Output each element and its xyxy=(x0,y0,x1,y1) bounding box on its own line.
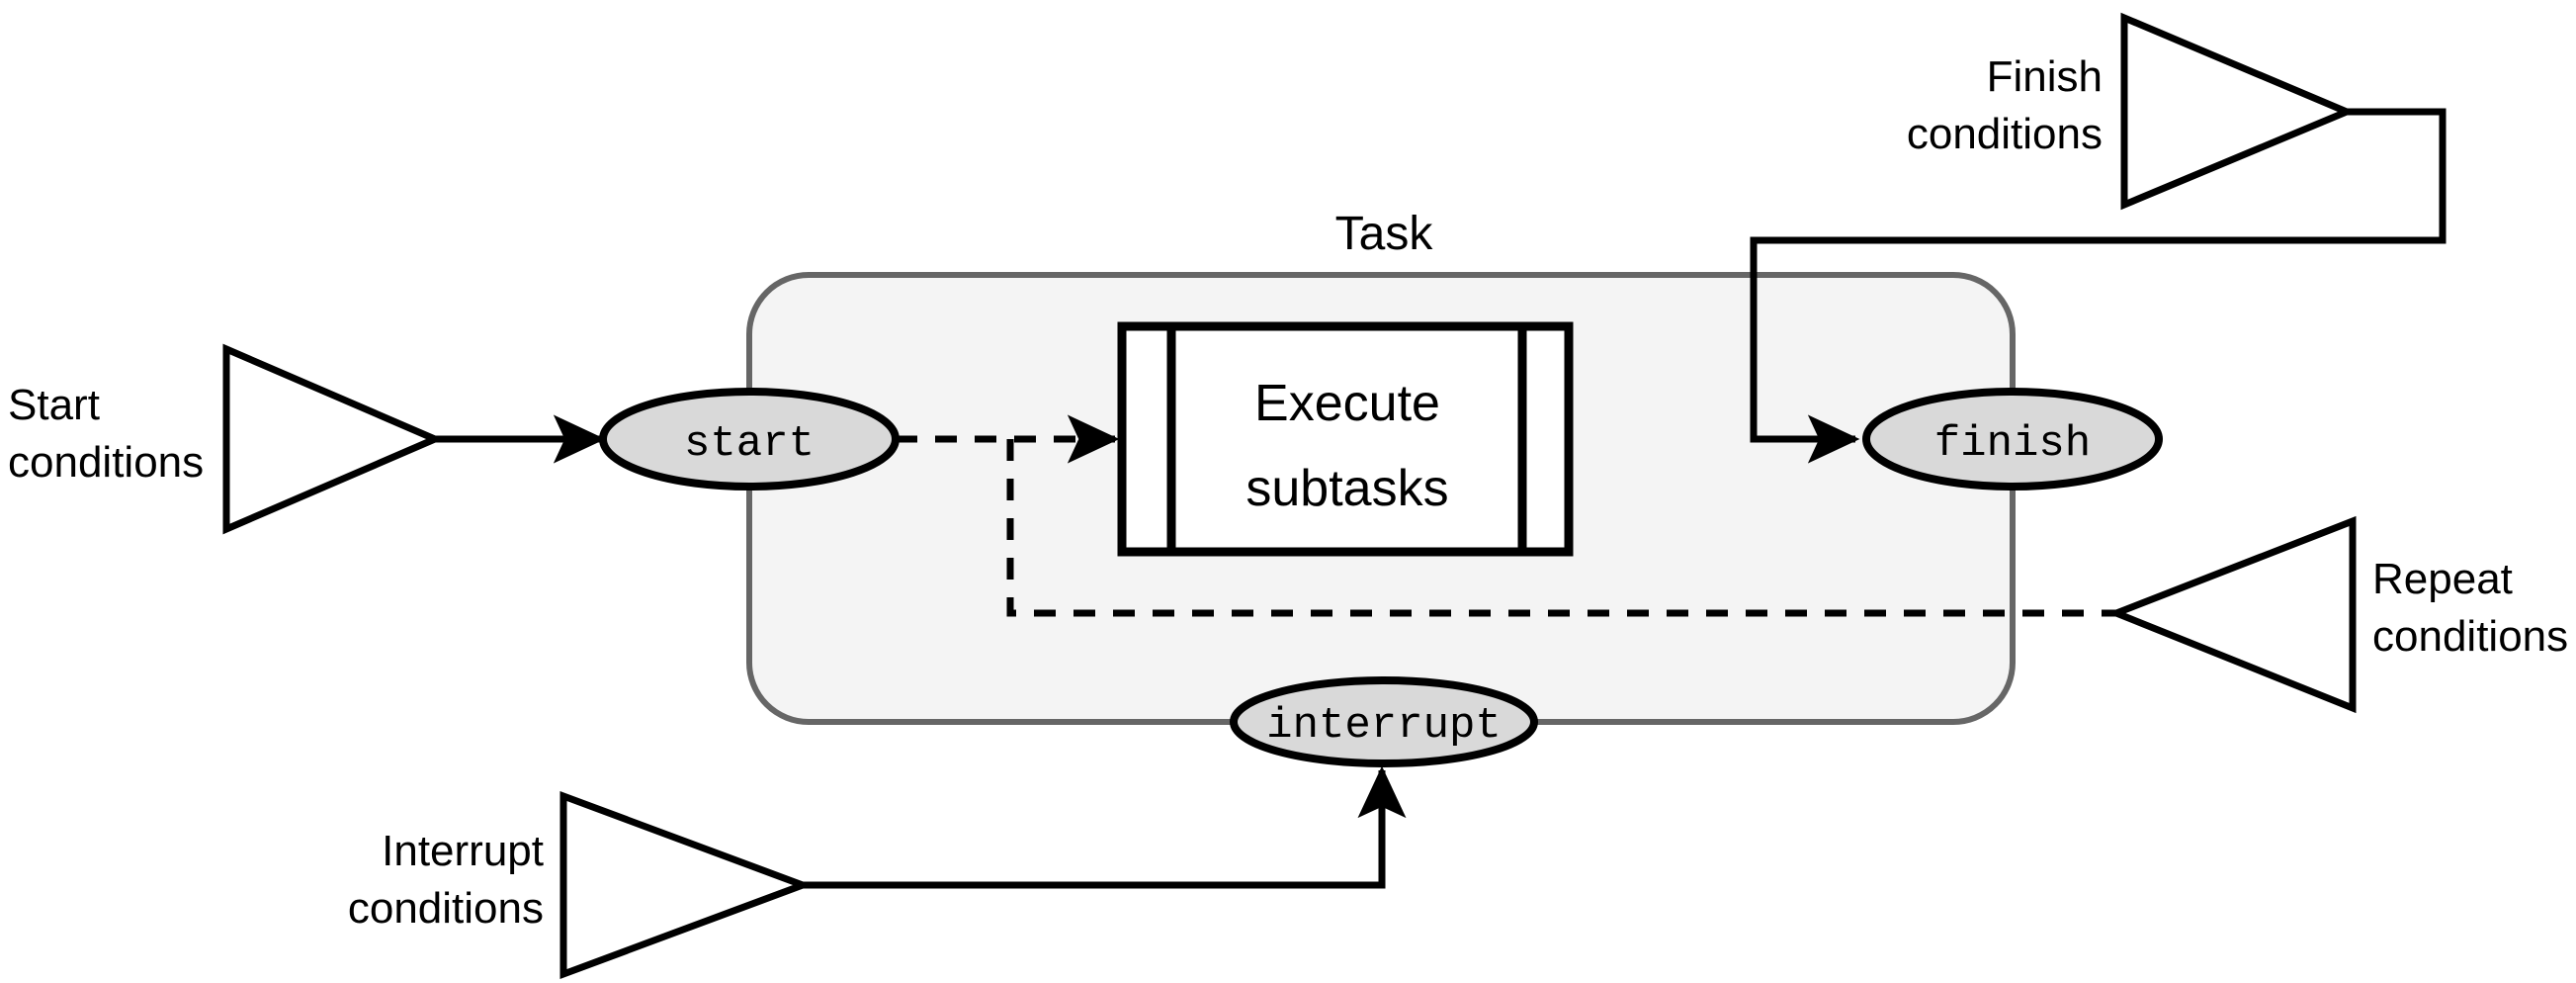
execute-subtasks-label-line1: Execute xyxy=(1254,375,1440,432)
interrupt-conditions-group[interactable]: Interrupt conditions xyxy=(348,790,814,980)
task-label: Task xyxy=(1335,208,1434,260)
start-node-group[interactable]: start xyxy=(599,388,900,491)
interrupt-conditions-label-line1: Interrupt xyxy=(382,827,544,875)
execute-subtasks-box[interactable] xyxy=(1117,321,1574,557)
edge-start-to-execute-group xyxy=(896,414,2116,617)
edge-finish-condition-to-finish xyxy=(1750,108,2447,464)
execute-subtasks-label-line2: subtasks xyxy=(1245,460,1448,517)
finish-node-label: finish xyxy=(1934,419,2091,469)
repeat-conditions-group[interactable]: Repeat conditions xyxy=(2106,515,2568,714)
finish-node-group[interactable]: finish xyxy=(1862,388,2163,491)
execute-subtasks-group[interactable]: Execute subtasks xyxy=(1117,321,1574,557)
start-node-label: start xyxy=(684,419,815,469)
finish-conditions-label-line2: conditions xyxy=(1907,110,2103,158)
start-conditions-label-line1: Start xyxy=(8,381,100,429)
edge-interrupt-condition-to-interrupt xyxy=(803,765,1407,889)
finish-conditions-label-line1: Finish xyxy=(1987,52,2103,101)
repeat-conditions-label-line2: conditions xyxy=(2372,612,2568,661)
edge-execute-repeat-loop xyxy=(1006,439,2116,617)
interrupt-node-group[interactable]: interrupt xyxy=(1230,676,1538,767)
finish-node[interactable] xyxy=(1862,388,2163,491)
repeat-conditions-triangle-icon[interactable] xyxy=(2106,515,2357,714)
start-conditions-triangle-icon[interactable] xyxy=(222,343,444,535)
interrupt-conditions-triangle-icon[interactable] xyxy=(559,790,814,980)
interrupt-node-label: interrupt xyxy=(1266,701,1502,751)
repeat-conditions-label-line1: Repeat xyxy=(2372,555,2513,603)
finish-conditions-group[interactable]: Finish conditions xyxy=(1907,12,2357,211)
interrupt-conditions-label-line2: conditions xyxy=(348,884,544,933)
finish-conditions-triangle-icon[interactable] xyxy=(2120,12,2357,211)
interrupt-node[interactable] xyxy=(1230,676,1538,767)
start-conditions-group[interactable]: Start conditions xyxy=(8,343,444,535)
start-conditions-label-line2: conditions xyxy=(8,438,204,487)
